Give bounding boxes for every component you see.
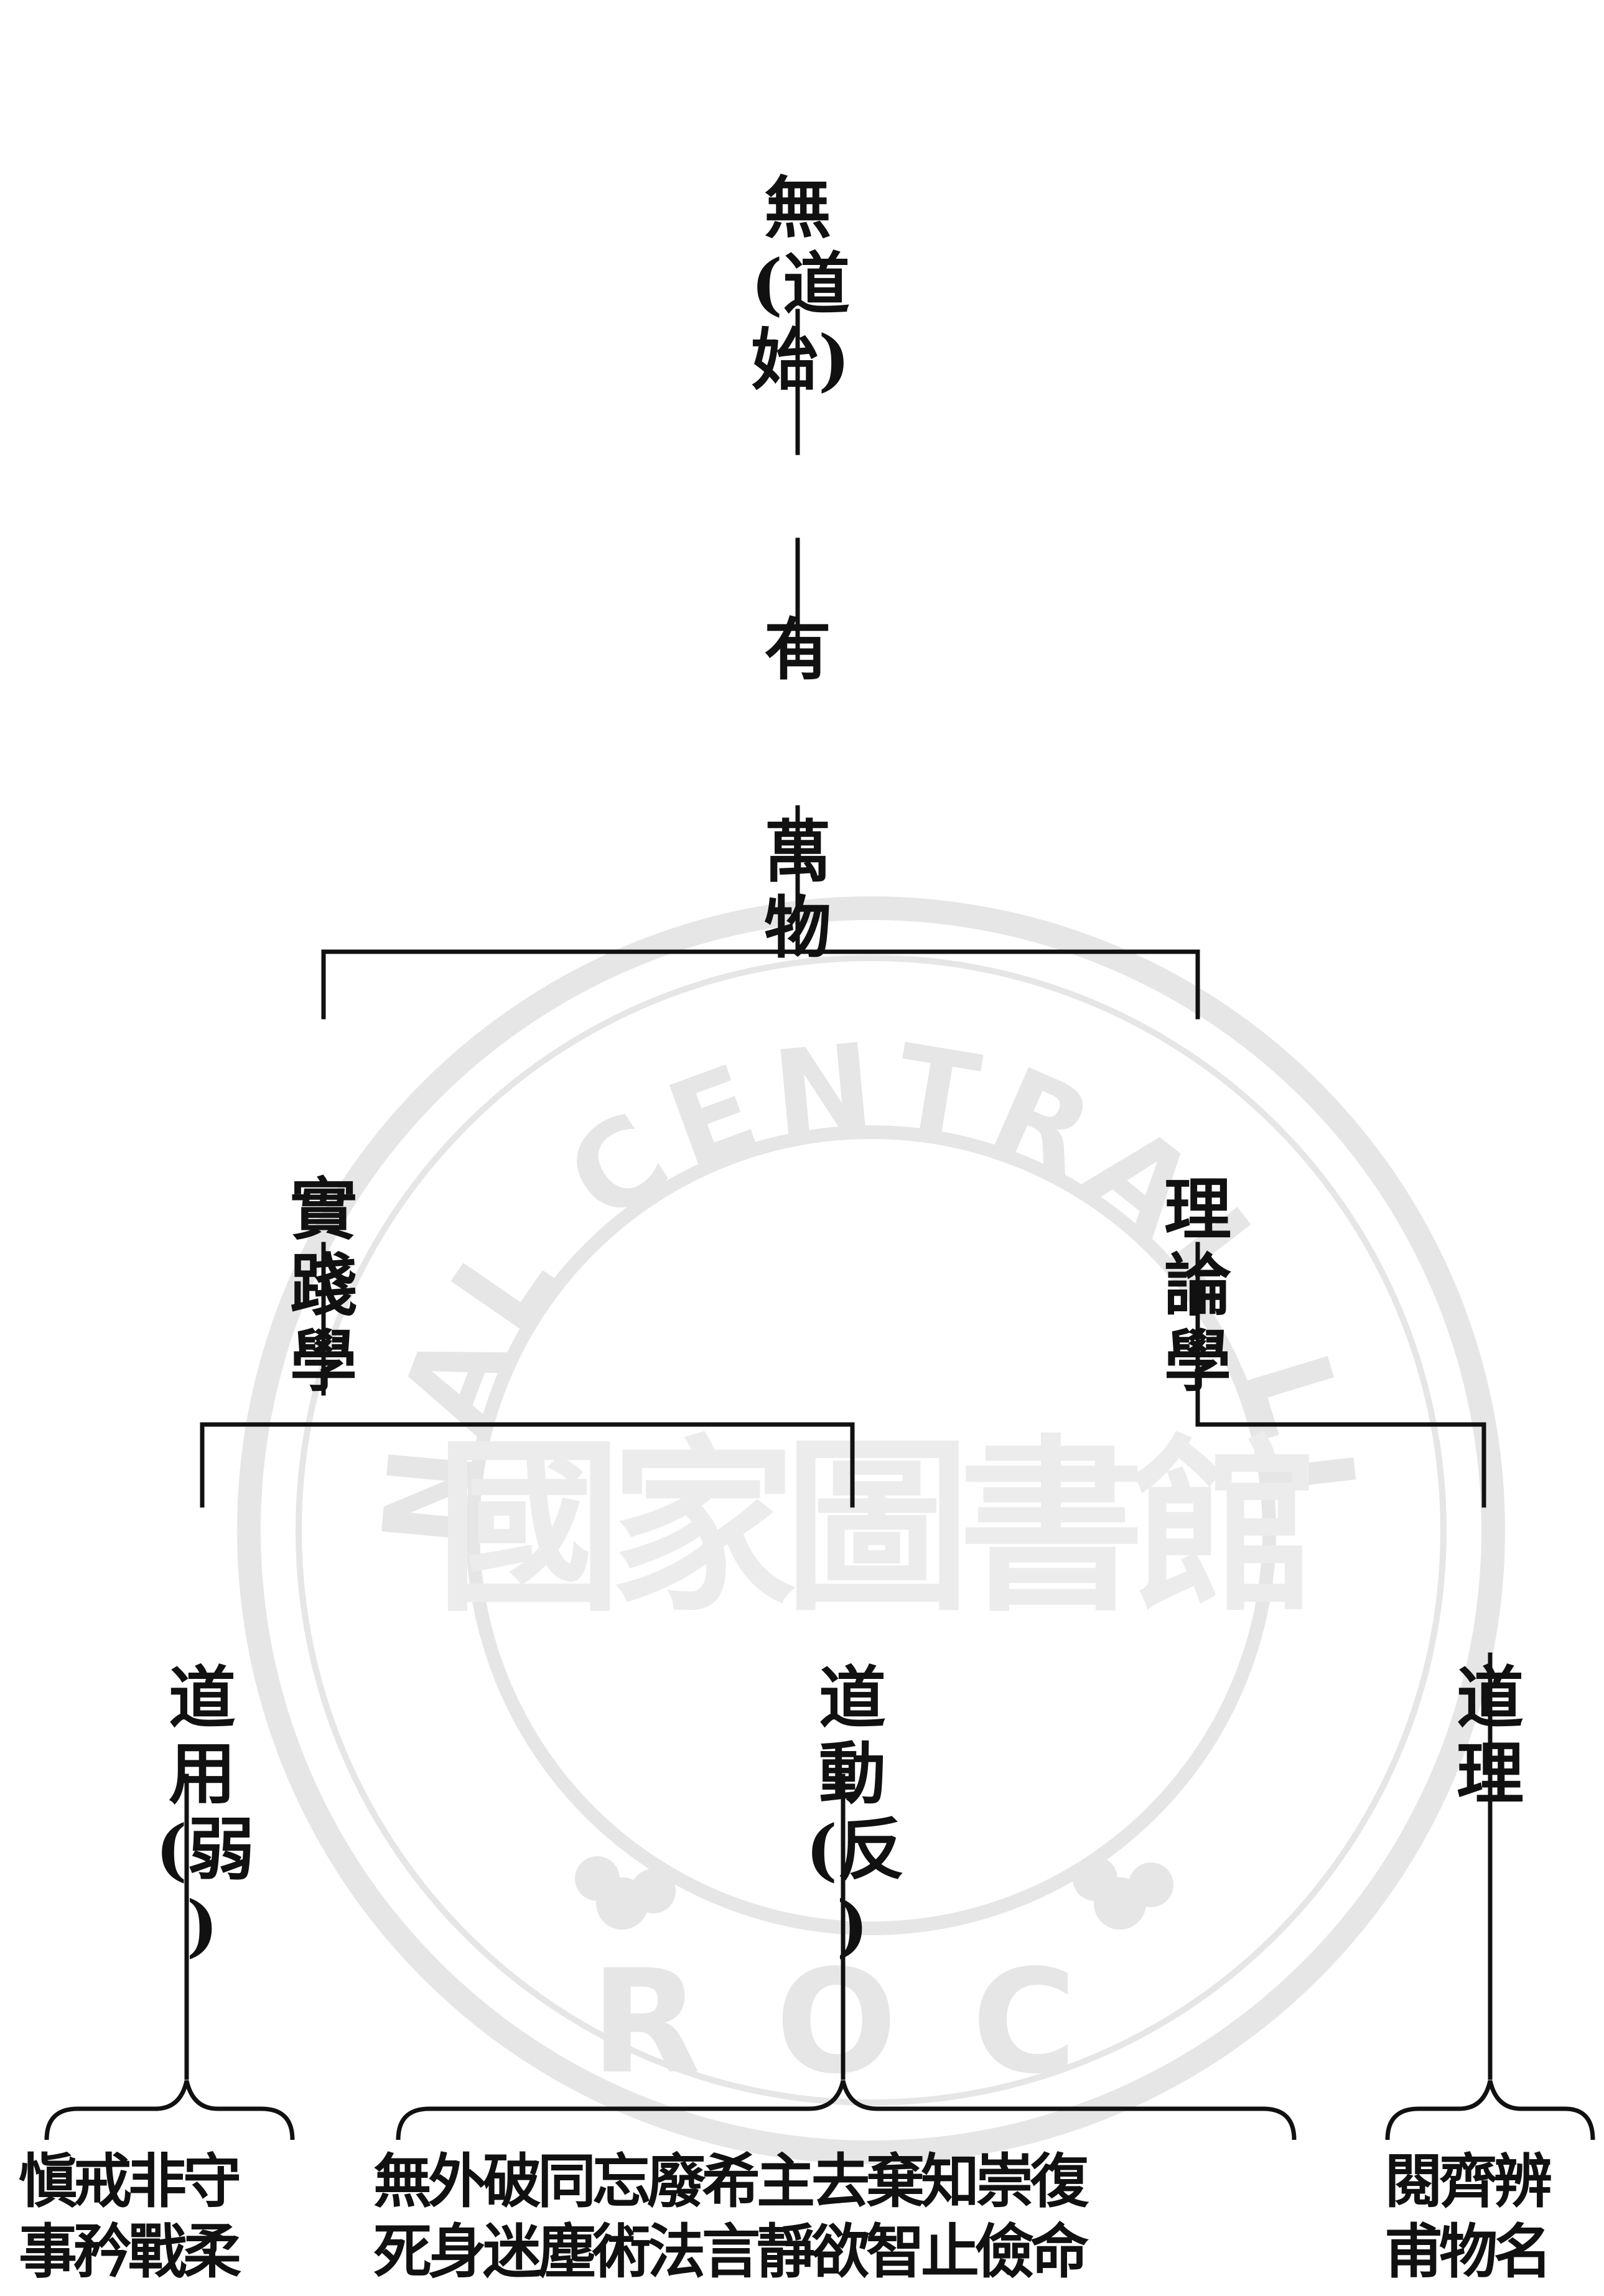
leaf-dao-principle-row2: 甫物名: [1384, 2218, 1552, 2286]
seal-flower-icon: [575, 1856, 1173, 1930]
seal-bottom-text: ROC: [590, 1940, 1151, 2106]
seal-center-text: 國家圖書館: [436, 1417, 1310, 1637]
brace-dao-principle: [1385, 2080, 1595, 2140]
node-theoretical-studies: 理論學: [1163, 1171, 1231, 1401]
seal-outer-ring: [237, 896, 1505, 2164]
node-practical-studies: 實踐學: [289, 1171, 357, 1401]
node-dao-use: 道用(弱): [156, 1659, 255, 1965]
node-you: 有: [763, 611, 831, 689]
brace-dao-move: [396, 2080, 1297, 2140]
leaf-dao-move-row2: 死身迷塵術法言靜欲智止儉命: [373, 2218, 1089, 2286]
brace-dao-use: [44, 2080, 295, 2140]
leaf-dao-use-row2: 事矜戰柔: [19, 2218, 241, 2286]
leaf-dao-move-row1: 無外破同忘廢希主去棄知崇復: [373, 2147, 1089, 2216]
node-dao-move: 道動(反): [806, 1659, 905, 1965]
leaf-dao-principle-row1: 閱齊辨: [1384, 2147, 1552, 2216]
node-root-wu: 無(道始): [751, 169, 851, 399]
node-dao-principle: 道理: [1456, 1659, 1524, 1813]
seal-inner-ring: [466, 1125, 1276, 1935]
node-wanwu: 萬物: [763, 813, 831, 967]
leaf-dao-use-row1: 愼戒非守: [19, 2147, 241, 2216]
